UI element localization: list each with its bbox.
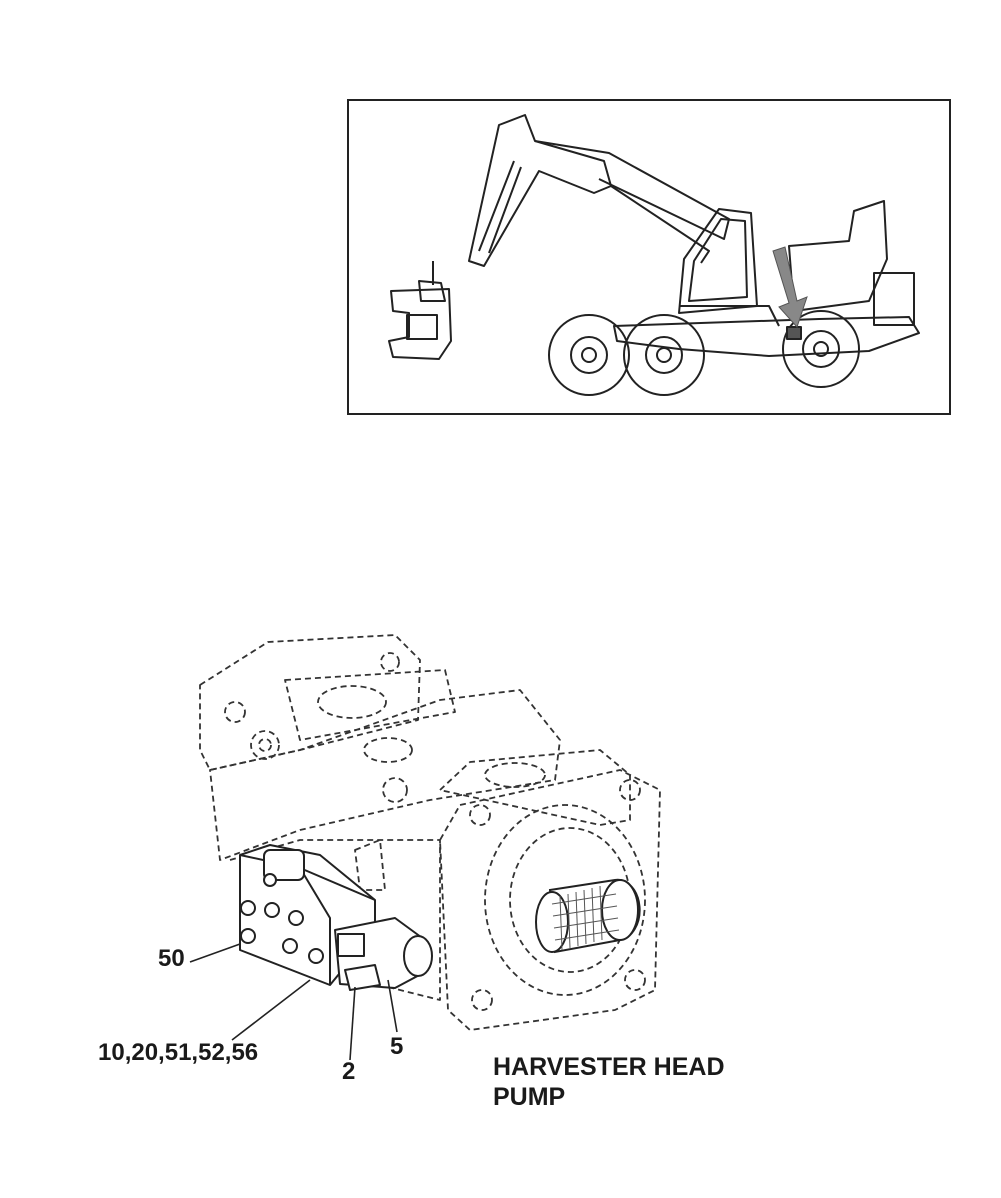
leader-5: [387, 979, 398, 1033]
pump-detail-drawing: [0, 600, 1001, 1198]
fitting: [344, 964, 381, 991]
control-valve: [239, 844, 433, 991]
hydraulic-cylinder: [478, 160, 522, 254]
outer-boom: [534, 140, 730, 240]
wheel-front-2: [623, 314, 705, 396]
harvester-head: [388, 288, 452, 360]
engine-compartment: [788, 200, 888, 312]
callout-5: 5: [390, 1033, 404, 1060]
caption-line-2: PUMP: [493, 1083, 566, 1111]
harvester-machine-drawing: [388, 114, 920, 396]
chassis: [613, 316, 920, 357]
front-flange: [439, 769, 661, 1031]
front-housing: [439, 749, 631, 826]
pilot-bore: [484, 804, 646, 996]
leader-2: [349, 986, 356, 1061]
pump-housing: [209, 689, 561, 861]
harvester-head-pump-illustration: [189, 634, 661, 1061]
callout-2: 2: [342, 1058, 356, 1085]
location-arrow: [772, 246, 808, 328]
leader-10: [231, 979, 311, 1041]
cab: [678, 208, 758, 314]
figure-caption: HARVESTER HEAD PUMP: [493, 1052, 725, 1112]
machine-overview-inset: [347, 99, 951, 415]
wheel-rear: [782, 310, 860, 388]
wheel-front-1: [548, 314, 630, 396]
callout-50: 50: [158, 945, 185, 972]
leader-50: [189, 943, 241, 963]
caption-line-1: HARVESTER HEAD: [493, 1053, 725, 1081]
drive-shaft: [535, 878, 641, 954]
rear-flange: [199, 634, 421, 771]
callout-10-20-51-52-56: 10,20,51,52,56: [98, 1039, 259, 1066]
boom-arm: [468, 114, 612, 267]
